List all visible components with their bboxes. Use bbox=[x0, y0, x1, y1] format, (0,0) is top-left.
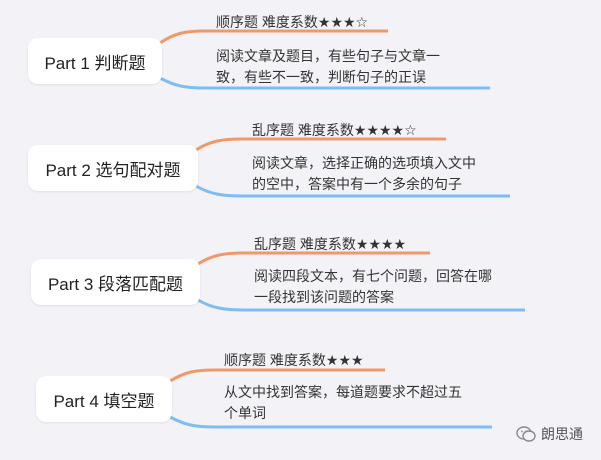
part-1-tag: 顺序题 难度系数★★★☆ bbox=[216, 14, 369, 30]
orange-branch-3 bbox=[197, 251, 430, 266]
part-4-node: Part 4 填空题 bbox=[36, 376, 172, 422]
part-1-title: Part 1 判断题 bbox=[44, 53, 146, 73]
blue-branch-2 bbox=[195, 184, 510, 198]
part-4-desc: 从文中找到答案，每道题要求不超过五 个单词 bbox=[224, 382, 462, 424]
part-4-desc-line-2: 个单词 bbox=[224, 405, 266, 421]
watermark: 朗思通 bbox=[516, 424, 583, 444]
wechat-icon bbox=[516, 426, 536, 442]
part-2-node: Part 2 选句配对题 bbox=[28, 145, 198, 191]
part-2-desc: 阅读文章，选择正确的选项填入文中 的空中，答案中有一个多余的句子 bbox=[252, 153, 476, 195]
blue-branch-3 bbox=[197, 298, 525, 312]
part-4-tag: 顺序题 难度系数★★★ bbox=[224, 352, 364, 368]
part-3-title: Part 3 段落匹配题 bbox=[47, 274, 184, 294]
part-1-desc: 阅读文章及题目，有些句子与文章一 致，有些不一致，判断句子的正误 bbox=[216, 46, 440, 88]
part-4-title: Part 4 填空题 bbox=[53, 391, 155, 411]
part-3-desc-line-2: 一段找到该问题的答案 bbox=[254, 289, 394, 305]
part-3-desc: 阅读四段文本，有七个问题，回答在哪 一段找到该问题的答案 bbox=[254, 266, 492, 308]
blue-branch-4 bbox=[169, 415, 492, 429]
watermark-text: 朗思通 bbox=[541, 426, 583, 442]
part-2-tag: 乱序题 难度系数★★★★☆ bbox=[252, 122, 417, 138]
part-3-tag: 乱序题 难度系数★★★★ bbox=[254, 236, 407, 252]
part-3-desc-line-1: 阅读四段文本，有七个问题，回答在哪 bbox=[254, 268, 492, 284]
part-2-desc-line-1: 阅读文章，选择正确的选项填入文中 bbox=[252, 155, 476, 171]
orange-branch-1 bbox=[159, 29, 388, 45]
part-2-title: Part 2 选句配对题 bbox=[45, 160, 181, 180]
blue-branch-1 bbox=[159, 76, 490, 90]
part-1-desc-line-1: 阅读文章及题目，有些句子与文章一 bbox=[216, 48, 440, 64]
part-3-node: Part 3 段落匹配题 bbox=[31, 259, 200, 305]
orange-branch-4 bbox=[169, 368, 385, 383]
orange-branch-2 bbox=[195, 137, 446, 152]
part-4-desc-line-1: 从文中找到答案，每道题要求不超过五 bbox=[224, 384, 462, 400]
part-1-node: Part 1 判断题 bbox=[28, 38, 162, 84]
part-2-desc-line-2: 的空中，答案中有一个多余的句子 bbox=[252, 176, 462, 192]
part-1-desc-line-2: 致，有些不一致，判断句子的正误 bbox=[216, 69, 426, 85]
